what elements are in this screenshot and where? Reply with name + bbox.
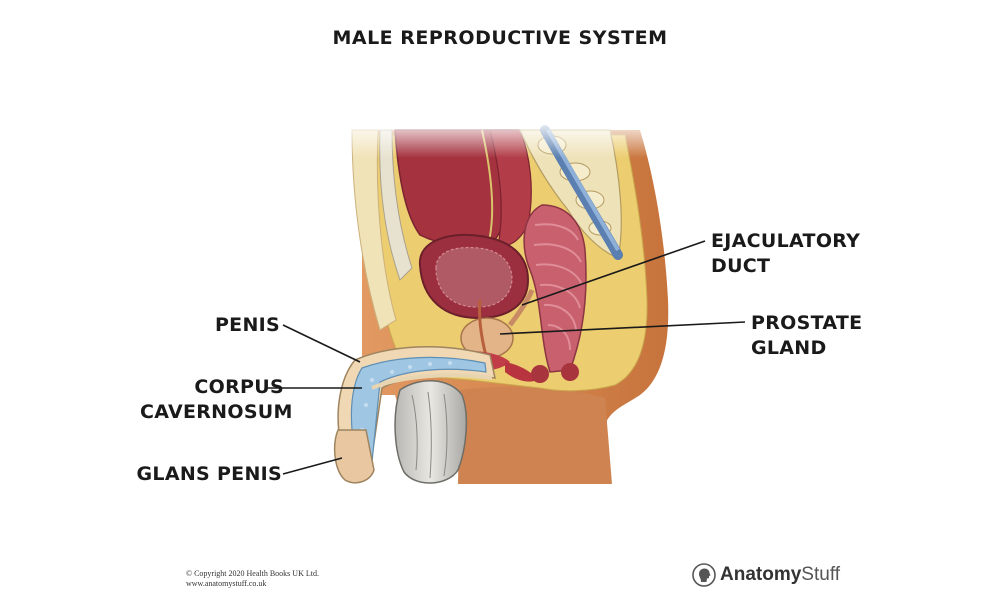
logo-text-light: Stuff — [801, 564, 841, 585]
anatomystuff-logo[interactable]: AnatomyStuff — [692, 560, 840, 590]
copyright-line: © Copyright 2020 Health Books UK Ltd. — [186, 569, 319, 578]
copyright-notice: © Copyright 2020 Health Books UK Ltd. ww… — [186, 569, 319, 589]
label-prostate-gland-line1: PROSTATE — [751, 312, 863, 334]
abdominal-wall — [351, 129, 397, 331]
leader-glans-penis — [282, 457, 343, 475]
label-prostate-gland: PROSTATE GLAND — [751, 311, 862, 361]
logo-text: AnatomyStuff — [720, 564, 840, 586]
leader-ejaculatory-duct — [521, 240, 706, 306]
thigh — [458, 386, 612, 484]
label-corpus-cavernosum-line1: CORPUS — [194, 376, 284, 398]
label-prostate-gland-line2: GLAND — [751, 337, 827, 359]
diagram-title: MALE REPRODUCTIVE SYSTEM — [332, 27, 668, 49]
label-corpus-cavernosum-line2: CAVERNOSUM — [140, 401, 293, 423]
anatomy-head-icon — [692, 563, 716, 587]
logo-text-bold: Anatomy — [720, 564, 802, 585]
label-corpus-cavernosum: CORPUS CAVERNOSUM — [140, 375, 293, 425]
label-ejaculatory-duct: EJACULATORY DUCT — [711, 229, 860, 279]
website-url: www.anatomystuff.co.uk — [186, 579, 267, 588]
leader-prostate-gland — [499, 321, 746, 335]
label-ejaculatory-duct-line1: EJACULATORY — [711, 230, 861, 252]
label-glans-penis: GLANS PENIS — [136, 463, 282, 485]
label-penis: PENIS — [214, 314, 280, 336]
scrotum — [394, 379, 468, 484]
label-ejaculatory-duct-line2: DUCT — [711, 255, 771, 277]
leader-penis — [282, 324, 361, 363]
glans — [333, 429, 375, 484]
